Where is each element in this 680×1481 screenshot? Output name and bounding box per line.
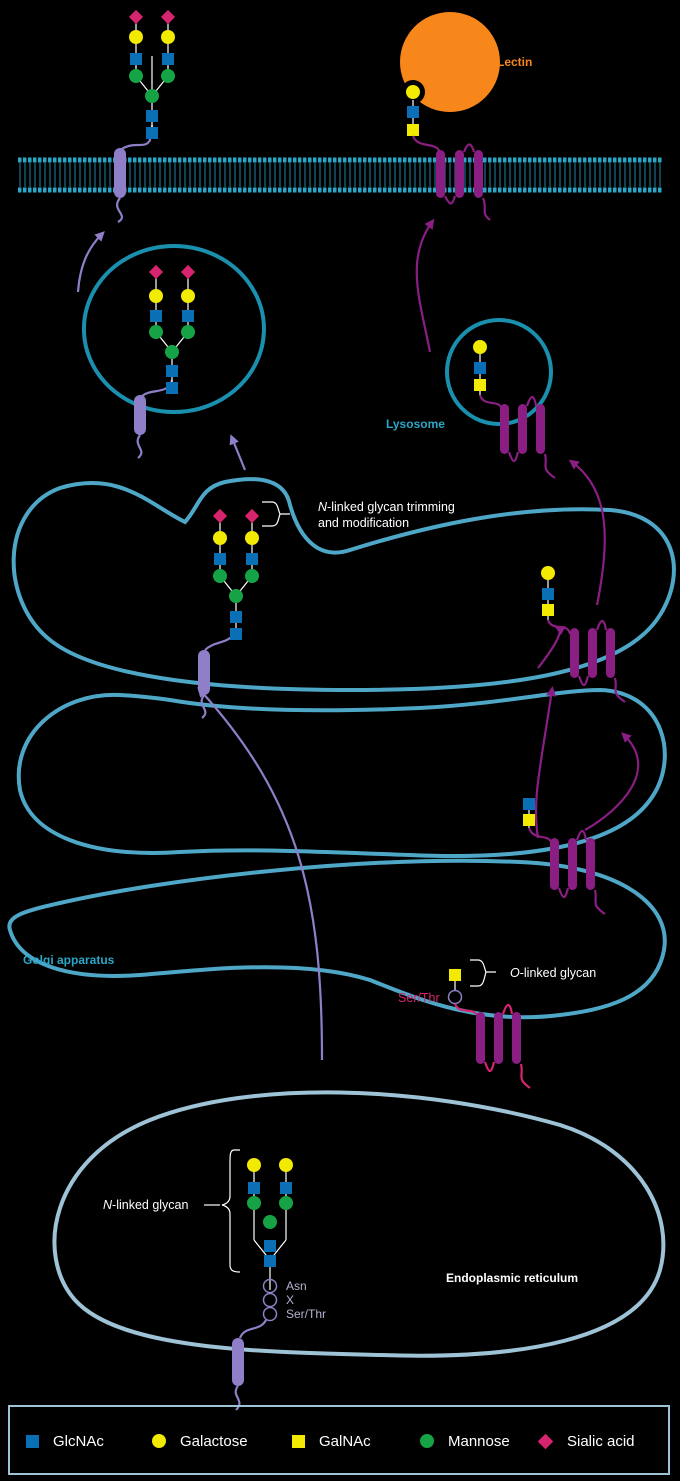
golgi-label: Golgi apparatus [23,953,115,967]
galnac-square-icon [292,1435,305,1448]
legend-label-galactose: Galactose [180,1433,248,1450]
golgi-cisterna-middle [19,690,665,856]
n-trim-label-line1: N-linked glycan trimming [318,500,455,514]
ser-thr-golgi-label: Ser/Thr [398,991,440,1005]
lectin-label: Lectin [497,55,532,69]
legend-item-galnac: GalNAc [292,1431,371,1451]
arrow-o-golgi-1 [585,735,638,830]
legend-item-sialic-acid: Sialic acid [538,1431,635,1451]
n-glycoprotein-vesicle [134,265,195,458]
legend-item-glcnac: GlcNAc [26,1431,104,1451]
o-glycoprotein-golgi-top [541,566,625,702]
n-trim-label-line2: and modification [318,516,409,530]
er-label: Endoplasmic reticulum [446,1271,578,1285]
arrow-golgi-to-vesicle [232,438,245,470]
legend-label-galnac: GalNAc [319,1433,371,1450]
ser-thr-er-label: Ser/Thr [286,1307,326,1321]
legend: GlcNAc Galactose GalNAc Mannose Sialic a… [8,1405,670,1475]
galactose-circle-icon [152,1434,166,1448]
legend-item-galactose: Galactose [152,1431,248,1451]
arrow-o-golgi-2 [538,628,560,668]
legend-item-mannose: Mannose [420,1431,510,1451]
lysosome-label: Lysosome [386,417,445,431]
arrow-lysosome-to-membrane [417,222,432,352]
endoplasmic-reticulum [54,1092,663,1355]
trafficking-arrows [78,222,638,1060]
glcnac-square-icon [26,1435,39,1448]
mannose-circle-icon [420,1434,434,1448]
lysosome [447,320,551,424]
legend-label-sialic-acid: Sialic acid [567,1433,635,1450]
arrow-o-golgi-3 [536,690,552,838]
asn-label: Asn [286,1279,307,1293]
legend-label-glcnac: GlcNAc [53,1433,104,1450]
arrow-golgi-to-lysosome [572,462,605,605]
n-glycoprotein-er [204,1150,293,1410]
legend-label-mannose: Mannose [448,1433,510,1450]
o-glycoprotein-lysosome [473,340,555,478]
sialic-acid-diamond-icon [538,1433,554,1449]
n-linked-label: N-linked glycan [103,1198,189,1212]
x-label: X [286,1293,294,1307]
o-linked-label: O-linked glycan [510,966,596,980]
golgi-cisterna-bottom [9,861,664,1017]
